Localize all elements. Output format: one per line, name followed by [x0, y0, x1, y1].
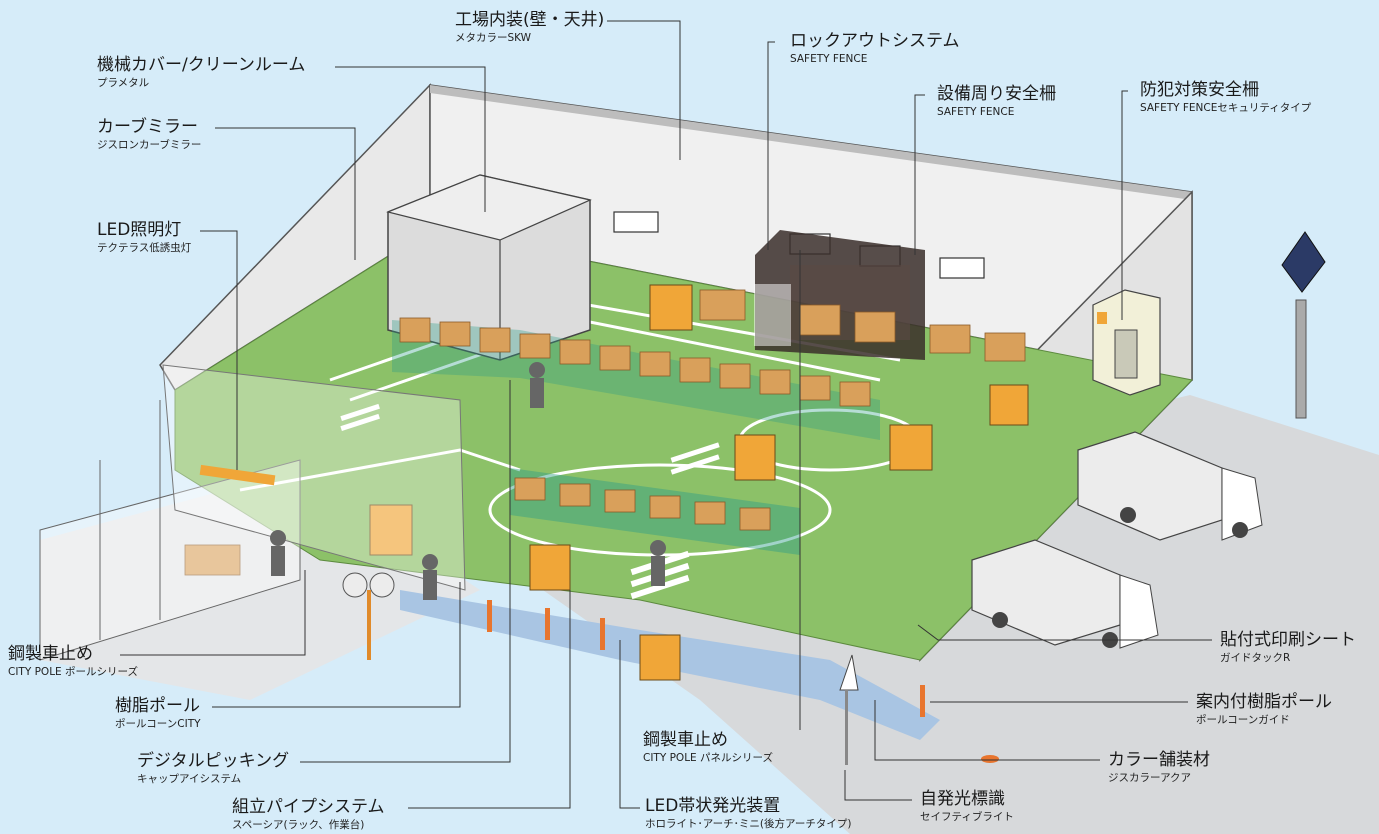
back-rack-row [392, 317, 880, 440]
label-title: 設備周り安全柵 [937, 84, 1056, 104]
forklifts [369, 284, 1029, 681]
paving-marker [981, 755, 999, 763]
workers [270, 362, 666, 600]
label-guide-resin-pole: 案内付樹脂ポール ポールコーンガイド [1196, 692, 1332, 727]
label-equipment-fence: 設備周り安全柵 SAFETY FENCE [937, 84, 1056, 119]
label-title: 防犯対策安全柵 [1140, 80, 1259, 100]
label-resin-pole: 樹脂ポール ポールコーンCITY [115, 696, 201, 731]
resin-poles [487, 600, 925, 717]
lockout-fence [754, 230, 925, 360]
self-luminous-sign [839, 654, 859, 765]
label-led-strip-light: LED帯状発光装置 ホロライト･アーチ･ミニ(後方アーチタイプ) [645, 796, 851, 831]
label-curve-mirror: カーブミラー ジスロンカーブミラー [97, 117, 201, 152]
label-sub: SAFETY FENCE [937, 106, 1015, 118]
label-sub: キャップアイシステム [137, 773, 242, 785]
wall-top-band [430, 85, 1192, 200]
label-factory-interior: 工場内装(壁・天井) メタカラーSKW [455, 10, 604, 45]
label-steel-bollard-panel: 鋼製車止め CITY POLE パネルシリーズ [643, 730, 773, 765]
label-sub: ガイドタックR [1220, 652, 1291, 664]
label-sub: メタカラーSKW [455, 32, 532, 44]
label-sub: SAFETY FENCEセキュリティタイプ [1140, 102, 1312, 114]
leader-lines [120, 20, 1212, 809]
label-sub: CITY POLE ポールシリーズ [8, 666, 138, 678]
truck-front [971, 539, 1159, 649]
front-rack-row [510, 468, 800, 555]
label-title: 樹脂ポール [115, 696, 200, 716]
clean-room-box [386, 174, 592, 361]
label-title: 案内付樹脂ポール [1196, 692, 1332, 712]
label-sub: プラメタル [97, 77, 150, 89]
label-color-paving: カラー舗装材 ジスカラーアクア [1108, 750, 1210, 785]
label-title: 組立パイプシステム [232, 797, 385, 817]
label-sub: ポールコーンCITY [115, 718, 201, 730]
perimeter-fence [39, 400, 301, 661]
label-title: デジタルピッキング [137, 751, 290, 771]
label-title: カラー舗装材 [1108, 750, 1210, 770]
label-digital-picking: デジタルピッキング キャップアイシステム [137, 751, 289, 786]
label-steel-bollard-pole: 鋼製車止め CITY POLE ポールシリーズ [8, 644, 138, 679]
label-title: ロックアウトシステム [790, 31, 960, 51]
label-sub: ジスロンカーブミラー [97, 139, 202, 151]
label-sub: CITY POLE パネルシリーズ [643, 752, 773, 764]
label-title: 鋼製車止め [643, 730, 728, 750]
label-title: 自発光標識 [920, 789, 1005, 809]
label-title: 工場内装(壁・天井) [455, 10, 605, 30]
label-led-light: LED照明灯 テクテラス低誘虫灯 [97, 220, 191, 255]
label-sub: セイフティブライト [920, 811, 1014, 823]
label-sub: ジスカラーアクア [1108, 772, 1192, 784]
label-title: LED照明灯 [97, 220, 182, 240]
label-title: 貼付式印刷シート [1220, 630, 1356, 650]
curve-mirror [342, 572, 395, 660]
label-sub: ポールコーンガイド [1196, 714, 1290, 726]
label-title: LED帯状発光装置 [645, 796, 781, 816]
label-machine-cover: 機械カバー/クリーンルーム プラメタル [97, 55, 305, 90]
label-pipe-system: 組立パイプシステム スペーシア(ラック、作業台) [232, 797, 385, 832]
solar-light-pole [1281, 231, 1326, 419]
led-light-bar [199, 464, 276, 486]
clean-room-glass [162, 364, 466, 591]
label-sub: SAFETY FENCE [790, 53, 868, 65]
label-sub: ホロライト･アーチ･ミニ(後方アーチタイプ) [645, 818, 852, 830]
label-sub: スペーシア(ラック、作業台) [232, 819, 365, 831]
label-print-sheet: 貼付式印刷シート ガイドタックR [1220, 630, 1356, 665]
label-title: 機械カバー/クリーンルーム [97, 55, 306, 75]
guard-booth [1092, 289, 1161, 396]
truck-back [1077, 431, 1263, 541]
label-lockout-system: ロックアウトシステム SAFETY FENCE [790, 31, 960, 66]
label-self-luminous-sign: 自発光標識 セイフティブライト [920, 789, 1014, 824]
label-title: カーブミラー [97, 117, 198, 137]
label-security-fence: 防犯対策安全柵 SAFETY FENCEセキュリティタイプ [1140, 80, 1311, 115]
label-sub: テクテラス低誘虫灯 [97, 242, 192, 254]
pallet-boxes [184, 289, 1026, 576]
label-title: 鋼製車止め [8, 644, 93, 664]
